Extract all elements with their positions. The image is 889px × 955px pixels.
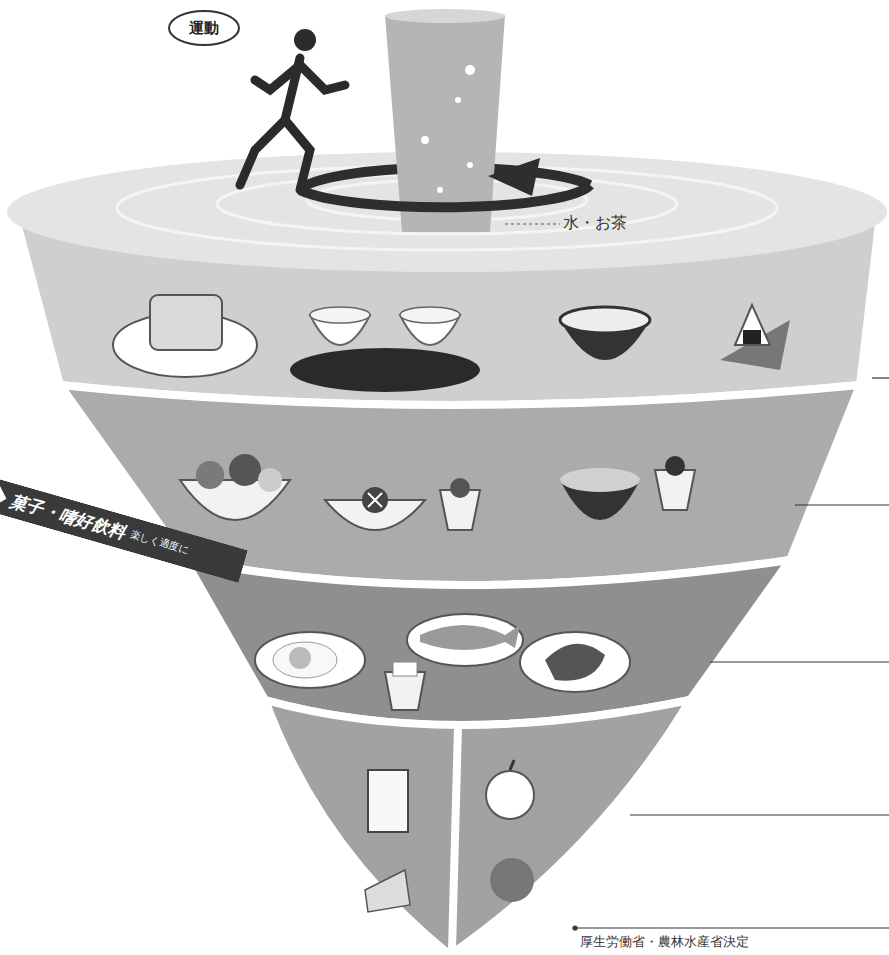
leader-line xyxy=(575,927,889,928)
water-glass xyxy=(385,9,505,232)
vegetable-dishes xyxy=(229,454,261,486)
water-glass xyxy=(385,15,505,232)
vegetable-dishes xyxy=(368,493,382,507)
cone-band xyxy=(60,385,860,585)
water-glass xyxy=(455,97,461,103)
grain-dishes xyxy=(560,307,650,333)
water-glass xyxy=(385,9,505,23)
grain-dishes xyxy=(735,305,770,345)
main-dishes xyxy=(545,644,605,681)
water-glass xyxy=(437,187,443,193)
water-label: 水・お茶 xyxy=(563,213,627,234)
leader-line xyxy=(795,504,889,505)
vegetable-dishes xyxy=(196,461,224,489)
milk-fruit xyxy=(365,870,410,912)
main-dishes xyxy=(385,672,425,710)
cone-band xyxy=(15,215,880,955)
main-dishes xyxy=(273,642,337,678)
leader-line xyxy=(710,661,889,662)
main-dishes xyxy=(393,662,417,676)
water-glass xyxy=(421,136,429,144)
leader-line xyxy=(872,377,889,378)
rotation-arrow xyxy=(300,185,590,207)
water-leader xyxy=(505,224,560,225)
node-note: 楽しく適度に xyxy=(129,528,191,558)
leader-line xyxy=(630,814,889,815)
runner-figure xyxy=(294,29,316,51)
runner-figure xyxy=(285,120,310,190)
main-dishes xyxy=(289,647,311,669)
grain-dishes xyxy=(400,307,460,323)
milk-fruit xyxy=(490,858,534,902)
water-leader xyxy=(505,223,560,224)
speech-bubble: 運動 xyxy=(168,10,240,46)
vegetable-dishes xyxy=(450,478,470,498)
vegetable-dishes xyxy=(180,454,695,530)
vegetable-dishes xyxy=(560,468,640,492)
cone-band xyxy=(265,700,690,955)
vegetable-dishes xyxy=(362,487,388,513)
grain-dishes xyxy=(113,295,790,392)
rotation-arrow xyxy=(488,158,540,196)
source-note: 厚生労働省・農林水産省決定 xyxy=(580,933,749,951)
grain-dishes xyxy=(150,295,222,350)
milk-fruit xyxy=(510,760,514,770)
main-dishes xyxy=(255,614,630,710)
water-glass xyxy=(467,162,473,168)
node-title: 運動 xyxy=(189,19,219,38)
leader-line xyxy=(573,378,889,930)
runner-figure xyxy=(300,65,345,90)
runner-figure xyxy=(240,29,345,190)
grain-dishes xyxy=(743,330,761,344)
runner-figure xyxy=(255,65,300,90)
grain-dishes xyxy=(310,307,370,323)
node-title: 菓子・嗜好飲料 xyxy=(7,489,128,544)
main-dishes xyxy=(255,632,365,688)
milk-fruit xyxy=(365,760,534,912)
grain-dishes xyxy=(290,348,480,392)
cone-band xyxy=(452,726,458,950)
rotation-arrow xyxy=(300,158,590,207)
vegetable-dishes xyxy=(665,456,685,476)
leader-line xyxy=(573,926,577,930)
main-dishes xyxy=(420,625,520,650)
milk-fruit xyxy=(368,770,408,832)
water-glass xyxy=(465,65,475,75)
main-dishes xyxy=(520,632,630,692)
milk-fruit xyxy=(486,771,534,819)
vegetable-dishes xyxy=(258,468,282,492)
runner-figure xyxy=(240,120,285,185)
main-dishes xyxy=(407,614,523,666)
